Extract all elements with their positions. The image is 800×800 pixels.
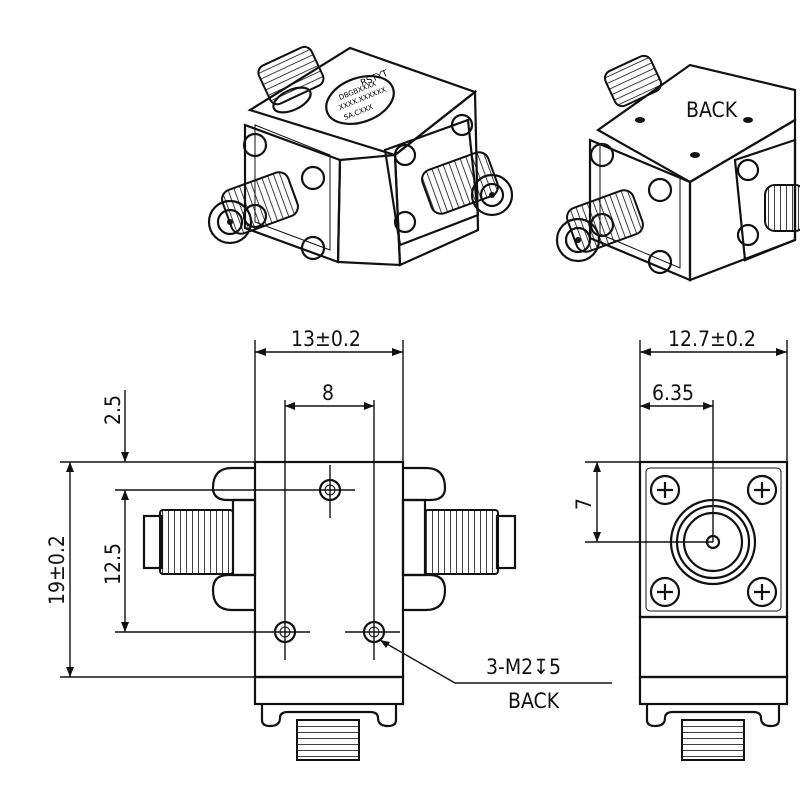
side-orthographic-view: 12.7±0.2 6.35 7 bbox=[572, 327, 789, 761]
dim-side-width: 12.7±0.2 bbox=[668, 327, 756, 351]
dim-width-13: 13±0.2 bbox=[291, 327, 361, 351]
dim-hole-spacing-8: 8 bbox=[322, 381, 334, 405]
iso-front-view: RSTYT DBGBXXXX XXXX.XXXXXX SA.CXXX bbox=[207, 45, 514, 267]
iso-back-label: BACK bbox=[686, 98, 738, 122]
dim-center-offset: 6.35 bbox=[652, 381, 694, 405]
iso-back-view: BACK bbox=[555, 54, 800, 282]
dim-top-offset-2.5: 2.5 bbox=[101, 395, 125, 425]
hole-note-back: BACK bbox=[508, 689, 560, 713]
dim-height-19: 19±0.2 bbox=[45, 535, 69, 605]
dim-hole-vertical-12.5: 12.5 bbox=[101, 543, 125, 585]
hole-callout: 3-M2↧5 bbox=[486, 655, 561, 679]
front-orthographic-view: 13±0.2 8 2.5 12.5 19±0.2 3-M2↧5 BACK bbox=[45, 327, 612, 761]
dim-center-height: 7 bbox=[572, 498, 596, 510]
side-screws bbox=[649, 474, 778, 608]
